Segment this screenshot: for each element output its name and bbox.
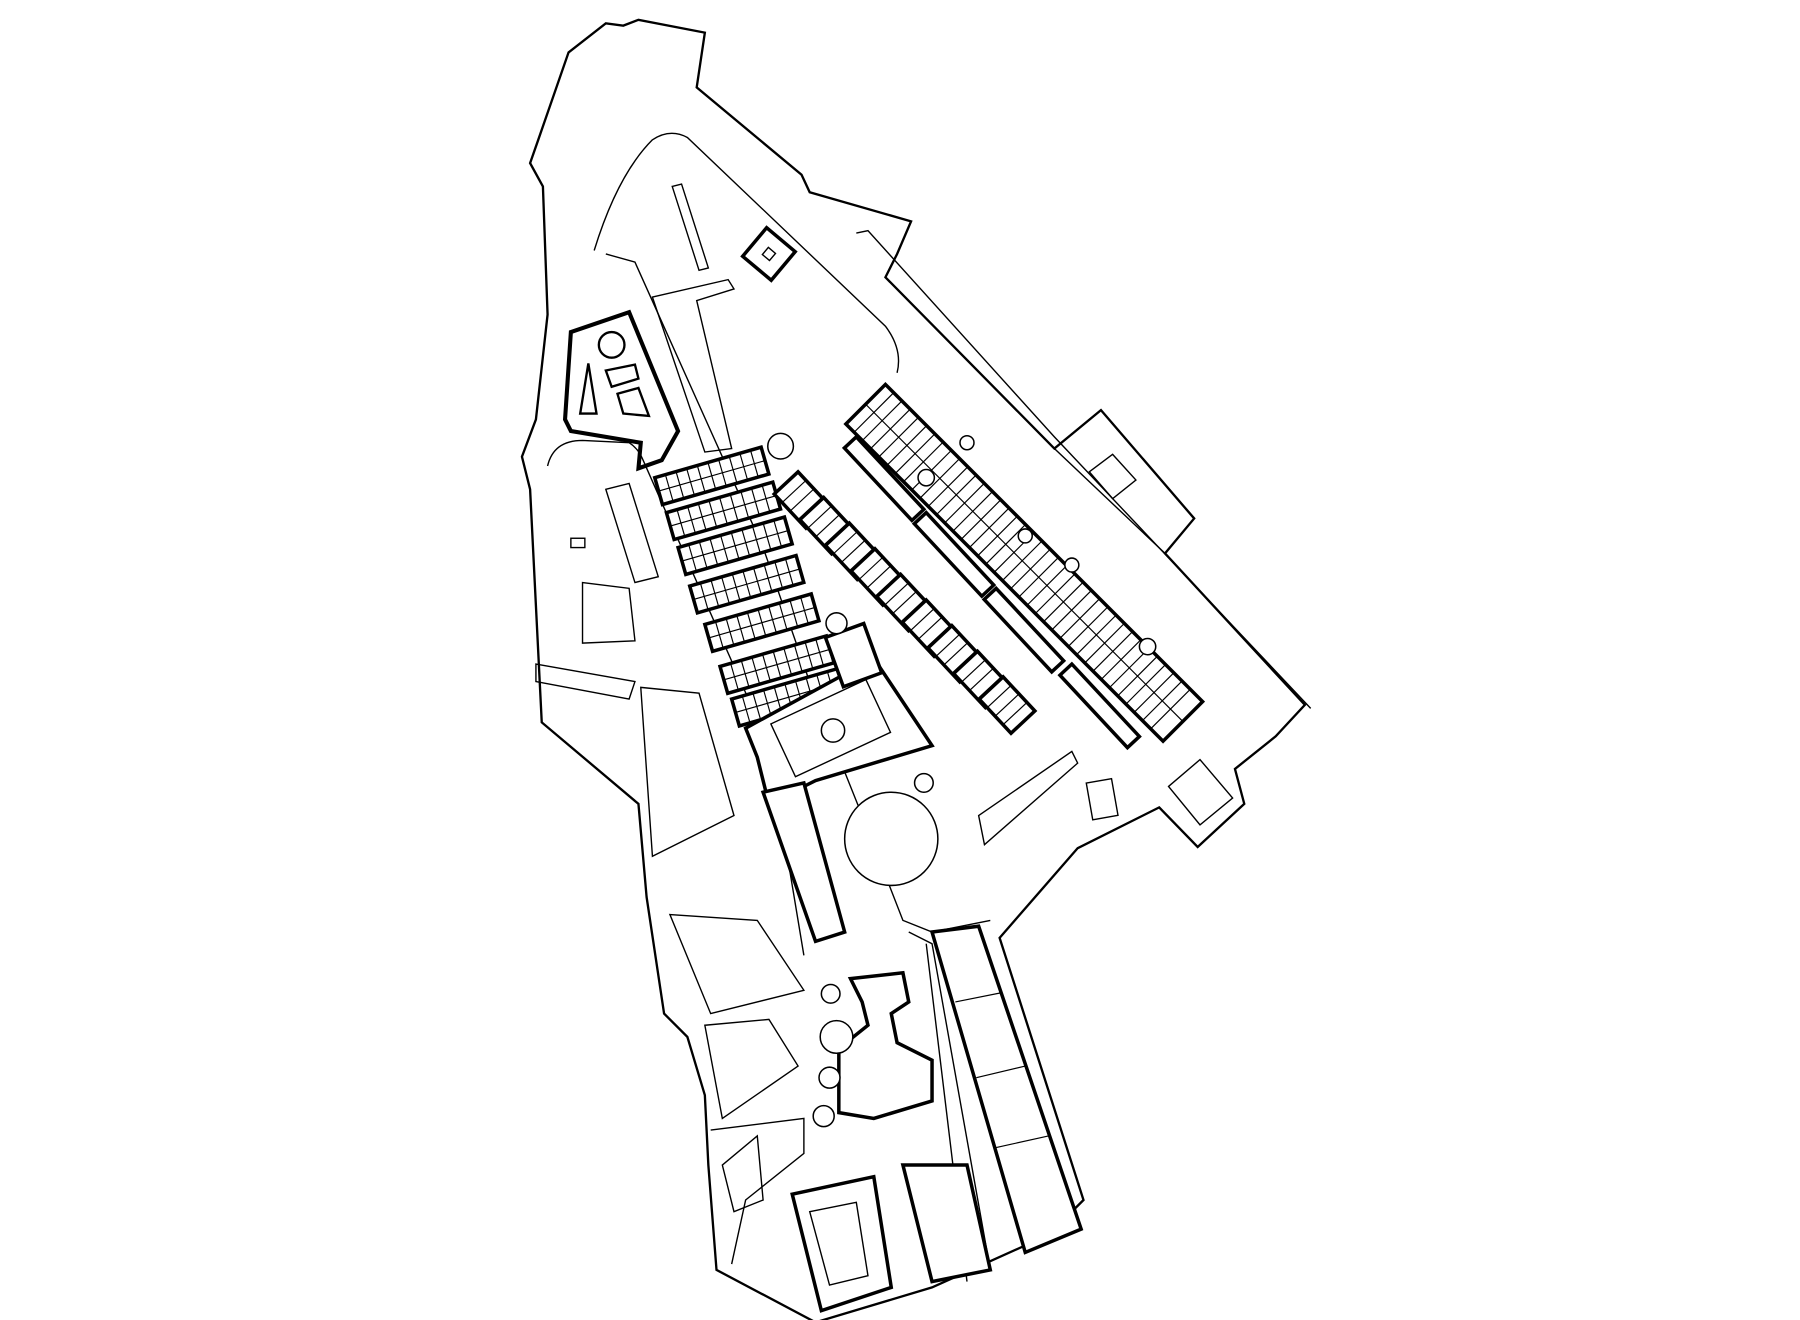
row-block [1057, 661, 1142, 751]
east-small-building-1 [977, 750, 1079, 846]
road-edge-north [593, 132, 900, 373]
tree-icon [819, 1019, 854, 1054]
tree-icon [913, 772, 934, 793]
park-trapezoid-1 [604, 363, 640, 389]
terrace-block [652, 445, 772, 507]
east-row-blocks [841, 434, 1142, 751]
housing-unit [976, 674, 1038, 736]
shed-divider [955, 992, 1003, 1003]
housing-divider [840, 539, 866, 563]
shed-divider [976, 1065, 1026, 1079]
park-trapezoid-2 [616, 386, 651, 418]
housing-divider [833, 531, 858, 555]
housing-divider [986, 684, 1012, 709]
housing-divider [815, 514, 840, 538]
south-cross-building [837, 970, 934, 1121]
east-outbuilding-inner [1088, 453, 1137, 500]
housing-divider [866, 565, 892, 589]
housing-divider [994, 693, 1020, 717]
southwest-courtyard [808, 1201, 869, 1286]
park-circle [597, 330, 626, 359]
east-outbuilding [1053, 409, 1196, 555]
terrace-divider [723, 648, 831, 681]
tree-icon [843, 791, 939, 887]
housing-divider [892, 590, 917, 615]
row-block-outline [1057, 661, 1142, 751]
terrace-housing [652, 445, 848, 729]
tree-icon [767, 432, 795, 460]
row-block [911, 510, 997, 599]
north-pavilion [740, 225, 798, 283]
terrace-divider [693, 568, 801, 601]
housing-divider [943, 642, 969, 666]
terrace-block [687, 553, 806, 616]
tree-icon [820, 983, 841, 1004]
tree-icon [818, 1066, 841, 1089]
row-block-outline [841, 434, 927, 523]
terrace-divider [658, 460, 766, 492]
tree-icon [812, 1104, 835, 1128]
west-building-7 [704, 1018, 800, 1120]
tree-icon [1017, 528, 1033, 544]
tree-icon [1138, 637, 1157, 656]
north-wing-building [651, 278, 736, 453]
north-long-building [671, 183, 710, 272]
tree-icon [825, 612, 848, 635]
tree-icon [1064, 557, 1080, 573]
road-south-west [710, 1117, 805, 1265]
row-block-outline [911, 510, 997, 599]
southwest-courtyard-housing [790, 1174, 894, 1313]
park-triangle [578, 363, 598, 415]
tree-icon [820, 718, 846, 743]
terrace-divider [708, 606, 816, 639]
west-building-5 [640, 686, 735, 858]
east-long-slab [843, 381, 1206, 744]
tree-icon [959, 434, 975, 451]
housing-divider [858, 556, 884, 580]
housing-divider [884, 582, 909, 606]
row-block [841, 434, 927, 523]
courtyard [769, 678, 892, 778]
south-wing-building [760, 780, 847, 944]
staggered-housing [771, 469, 1038, 736]
housing-divider [1002, 702, 1028, 726]
housing-divider [961, 659, 986, 683]
southeast-outbuilding [1167, 758, 1234, 826]
west-building-6 [668, 913, 806, 1015]
terrace-divider [681, 529, 789, 562]
terrace-block [702, 591, 822, 654]
west-building-2 [570, 537, 586, 549]
west-building-8 [721, 1134, 764, 1213]
housing-divider [909, 608, 935, 632]
east-small-building-2 [1085, 777, 1119, 821]
housing-divider [935, 633, 961, 657]
south-shed-east [929, 924, 1084, 1255]
row-block-outline [981, 585, 1067, 675]
west-building-4 [535, 663, 636, 700]
west-building-1 [604, 482, 660, 584]
row-block [981, 585, 1067, 675]
slab-divider [865, 403, 1184, 722]
road-edge-east [856, 229, 1312, 709]
housing-divider [969, 667, 994, 691]
west-building-3 [581, 581, 636, 644]
park-with-sculptures [562, 309, 681, 472]
housing-divider [807, 505, 833, 529]
housing-divider [781, 479, 807, 504]
housing-divider [789, 488, 815, 512]
south-block-central [900, 1163, 993, 1284]
housing-divider [917, 616, 943, 640]
shed-divider [995, 1135, 1049, 1149]
tree-icon [917, 468, 936, 487]
terrace-block [675, 514, 795, 577]
terrace-divider [670, 494, 777, 527]
trees [767, 432, 1157, 1128]
site-boundary [520, 18, 1307, 1320]
